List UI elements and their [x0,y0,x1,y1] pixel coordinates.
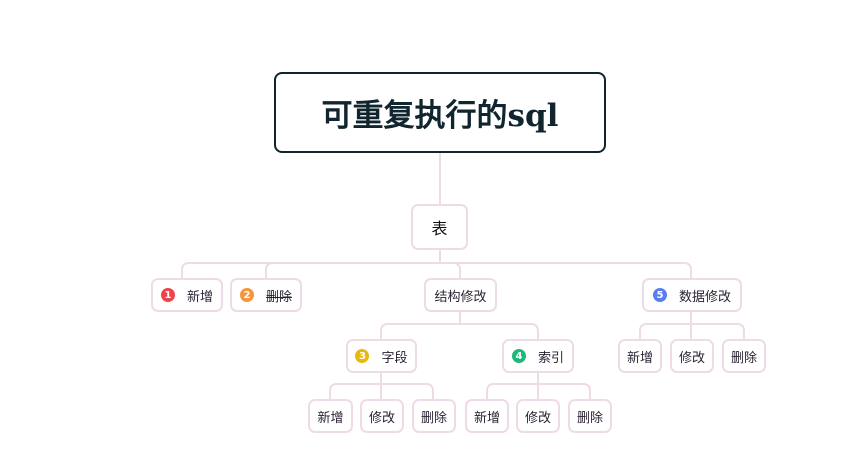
topic-label: 新增 [317,410,344,426]
root-topic-label: 可重复执行的sql [321,98,559,134]
topic-label: 索引 [537,350,564,366]
topic-label: 新增 [626,350,653,366]
topic-index-delete[interactable]: 删除 [568,399,612,433]
priority-5-icon: 5 [652,288,667,302]
topic-table-add[interactable]: 1 新增 [151,278,223,312]
priority-2-icon: 2 [239,288,254,302]
topic-label: 字段 [381,350,408,366]
topic-field-modify[interactable]: 修改 [360,399,404,433]
topic-data-delete[interactable]: 删除 [722,339,766,373]
topic-field-delete[interactable]: 删除 [412,399,456,433]
topic-label: 删除 [265,289,292,305]
topic-index-modify[interactable]: 修改 [516,399,560,433]
main-topic-label: 表 [431,219,448,238]
topic-label: 数据修改 [678,289,731,305]
topic-label: 修改 [524,410,551,426]
topic-index[interactable]: 4 索引 [502,339,574,373]
topic-label: 删除 [730,350,757,366]
topic-label: 新增 [186,289,213,305]
topic-data-add[interactable]: 新增 [618,339,662,373]
topic-data-change[interactable]: 5 数据修改 [642,278,742,312]
topic-label: 删除 [420,410,447,426]
topic-label: 修改 [368,410,395,426]
topic-field-add[interactable]: 新增 [308,399,353,433]
topic-data-modify[interactable]: 修改 [670,339,714,373]
topic-structure-change[interactable]: 结构修改 [424,278,497,312]
topic-label: 结构修改 [434,289,487,305]
topic-table-delete[interactable]: 2 删除 [230,278,302,312]
topic-field[interactable]: 3 字段 [346,339,417,373]
topic-label: 新增 [473,410,500,426]
priority-1-icon: 1 [160,288,175,302]
priority-3-icon: 3 [355,349,370,363]
topic-index-add[interactable]: 新增 [465,399,509,433]
topic-label: 修改 [678,350,705,366]
topic-label: 删除 [576,410,603,426]
main-topic-table[interactable]: 表 [411,204,468,250]
priority-4-icon: 4 [511,349,526,363]
root-topic[interactable]: 可重复执行的sql [274,72,606,153]
